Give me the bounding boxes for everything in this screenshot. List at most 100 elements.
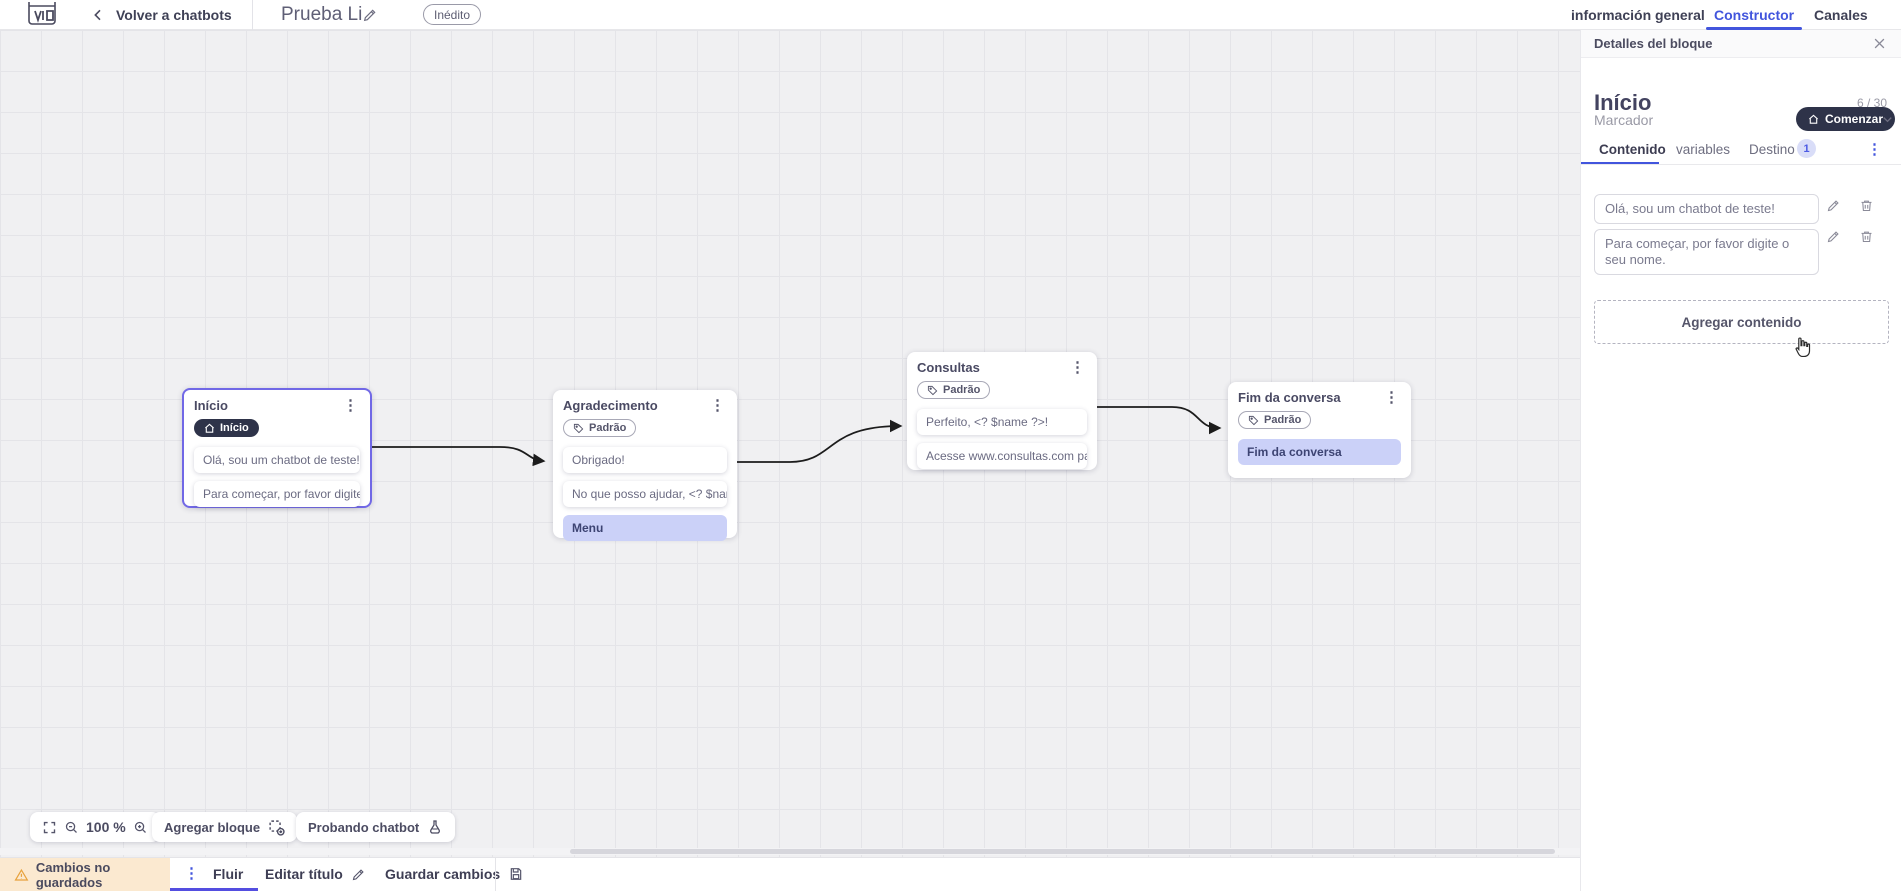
marker-label: Marcador bbox=[1594, 112, 1654, 128]
panel-menu-icon[interactable]: ⋮ bbox=[1867, 141, 1882, 158]
node-menu-icon[interactable]: ⋮ bbox=[1070, 359, 1085, 376]
unsaved-changes-warning: Cambios no guardados bbox=[0, 858, 170, 891]
content-actions bbox=[1826, 229, 1874, 244]
node-message[interactable]: Perfeito, <? $name ?>! bbox=[917, 408, 1087, 435]
node-type-badge: Início bbox=[194, 419, 259, 437]
back-to-chatbots-link[interactable]: Volver a chatbots bbox=[116, 7, 232, 23]
canvas-zoom-controls: 100 % bbox=[30, 812, 160, 842]
flow-menu-icon[interactable]: ⋮ bbox=[184, 865, 199, 882]
add-block-label: Agregar bloque bbox=[164, 819, 261, 835]
node-title: Agradecimento bbox=[563, 398, 658, 413]
edit-icon[interactable] bbox=[1826, 229, 1841, 244]
node-type-badge: Padrão bbox=[917, 381, 991, 399]
bottombar-divider bbox=[495, 858, 496, 891]
topbar-divider bbox=[252, 0, 253, 30]
zoom-out-icon[interactable] bbox=[64, 820, 79, 835]
tabs-divider bbox=[1581, 164, 1901, 165]
node-title: Início bbox=[194, 398, 228, 413]
save-icon bbox=[510, 868, 522, 880]
node-message[interactable]: Obrigado! bbox=[563, 446, 727, 473]
flask-icon bbox=[430, 820, 441, 834]
save-changes-label: Guardar cambios bbox=[385, 866, 501, 882]
node-message[interactable]: Para começar, por favor digite o ... bbox=[194, 480, 360, 507]
node-menu-item[interactable]: Menu bbox=[563, 514, 727, 541]
add-block-icon bbox=[269, 819, 285, 836]
node-title: Consultas bbox=[917, 360, 980, 375]
marker-value: Comenzar bbox=[1825, 112, 1884, 126]
edit-title-label: Editar título bbox=[265, 866, 343, 882]
zoom-in-icon[interactable] bbox=[133, 820, 148, 835]
flow-node-consultas[interactable]: Consultas ⋮ Padrão Perfeito, <? $name ?>… bbox=[907, 352, 1097, 470]
zoom-level: 100 % bbox=[86, 819, 126, 835]
close-icon[interactable] bbox=[1872, 36, 1887, 51]
active-tab-underline bbox=[1581, 162, 1659, 164]
content-message[interactable]: Para começar, por favor digite o seu nom… bbox=[1594, 229, 1819, 275]
tag-icon bbox=[1248, 415, 1259, 425]
content-actions bbox=[1826, 198, 1874, 213]
chevron-down-icon[interactable] bbox=[1880, 112, 1895, 127]
add-block-button[interactable]: Agregar bloque bbox=[152, 812, 298, 842]
fullscreen-icon[interactable] bbox=[42, 820, 57, 835]
flow-node-inicio[interactable]: Início ⋮ Início Olá, sou um chatbot de t… bbox=[182, 388, 372, 508]
node-header: Início ⋮ bbox=[194, 398, 360, 413]
chatbot-title: Prueba Li bbox=[281, 4, 363, 25]
test-chatbot-label: Probando chatbot bbox=[308, 819, 420, 835]
canvas-horizontal-scrollbar[interactable] bbox=[0, 848, 1580, 855]
tab-fluir[interactable]: Fluir bbox=[213, 866, 244, 882]
panel-tabs: Contenido variables Destino 1 ⋮ bbox=[1581, 139, 1901, 170]
marker-value-pill[interactable]: Comenzar bbox=[1796, 107, 1896, 131]
app-logo-icon bbox=[27, 0, 57, 30]
tab-informacion-general[interactable]: información general bbox=[1571, 7, 1705, 23]
status-badge: Inédito bbox=[423, 4, 482, 25]
flow-node-fim-da-conversa[interactable]: Fim da conversa ⋮ Padrão Fim da conversa bbox=[1228, 382, 1411, 478]
edit-icon[interactable] bbox=[1826, 198, 1841, 213]
save-changes-button[interactable]: Guardar cambios bbox=[385, 866, 524, 882]
active-flow-tab-underline bbox=[170, 888, 258, 891]
trash-icon[interactable] bbox=[1859, 198, 1874, 213]
node-menu-icon[interactable]: ⋮ bbox=[343, 397, 358, 414]
trash-icon[interactable] bbox=[1859, 229, 1874, 244]
node-menu-item[interactable]: Fim da conversa bbox=[1238, 438, 1401, 465]
content-message[interactable]: Olá, sou um chatbot de teste! bbox=[1594, 194, 1819, 224]
node-type-badge: Padrão bbox=[563, 419, 637, 437]
node-header: Agradecimento ⋮ bbox=[563, 398, 727, 413]
tag-icon bbox=[573, 423, 584, 433]
chevron-left-icon bbox=[94, 9, 101, 21]
scrollbar-thumb[interactable] bbox=[570, 849, 1555, 854]
node-message[interactable]: Olá, sou um chatbot de teste! bbox=[194, 446, 360, 473]
block-name[interactable]: Início bbox=[1594, 90, 1652, 115]
block-details-panel: Detalles del bloque Início 6 / 30 Marcad… bbox=[1580, 30, 1901, 891]
warning-icon bbox=[14, 868, 29, 881]
node-type-badge: Padrão bbox=[1238, 411, 1312, 429]
active-tab-underline bbox=[1706, 27, 1802, 30]
tag-icon bbox=[927, 385, 938, 395]
destino-count-badge: 1 bbox=[1797, 139, 1816, 158]
flow-canvas[interactable]: Início ⋮ Início Olá, sou um chatbot de t… bbox=[0, 30, 1580, 857]
node-menu-icon[interactable]: ⋮ bbox=[710, 397, 725, 414]
back-button[interactable] bbox=[90, 0, 106, 30]
flow-node-agradecimento[interactable]: Agradecimento ⋮ Padrão Obrigado! No que … bbox=[553, 390, 737, 541]
tab-canales[interactable]: Canales bbox=[1814, 7, 1868, 23]
add-content-button[interactable]: Agregar contenido bbox=[1594, 300, 1889, 344]
warning-label: Cambios no guardados bbox=[35, 859, 111, 890]
test-chatbot-button[interactable]: Probando chatbot bbox=[296, 812, 456, 842]
tab-constructor[interactable]: Constructor bbox=[1714, 7, 1795, 23]
tab-destino[interactable]: Destino bbox=[1749, 142, 1795, 157]
edit-chatbot-title-icon[interactable] bbox=[362, 0, 378, 30]
tab-contenido[interactable]: Contenido bbox=[1599, 142, 1666, 157]
node-header: Fim da conversa ⋮ bbox=[1238, 390, 1401, 405]
bottom-bar: Cambios no guardados ⋮ Fluir Editar títu… bbox=[0, 857, 1580, 891]
edit-title-button[interactable]: Editar título bbox=[265, 866, 366, 882]
char-count: 6 / 30 bbox=[1856, 96, 1887, 110]
home-icon bbox=[205, 423, 214, 433]
home-icon bbox=[1809, 114, 1818, 124]
node-message[interactable]: Acesse www.consultas.com par... bbox=[917, 442, 1087, 469]
top-bar: Volver a chatbots Prueba Li Inédito info… bbox=[0, 0, 1901, 30]
tab-variables[interactable]: variables bbox=[1676, 142, 1731, 157]
node-menu-icon[interactable]: ⋮ bbox=[1384, 389, 1399, 406]
node-title: Fim da conversa bbox=[1238, 390, 1341, 405]
pencil-icon bbox=[352, 868, 364, 880]
panel-title: Detalles del bloque bbox=[1594, 36, 1713, 51]
node-message[interactable]: No que posso ajudar, <? $name ... bbox=[563, 480, 727, 507]
